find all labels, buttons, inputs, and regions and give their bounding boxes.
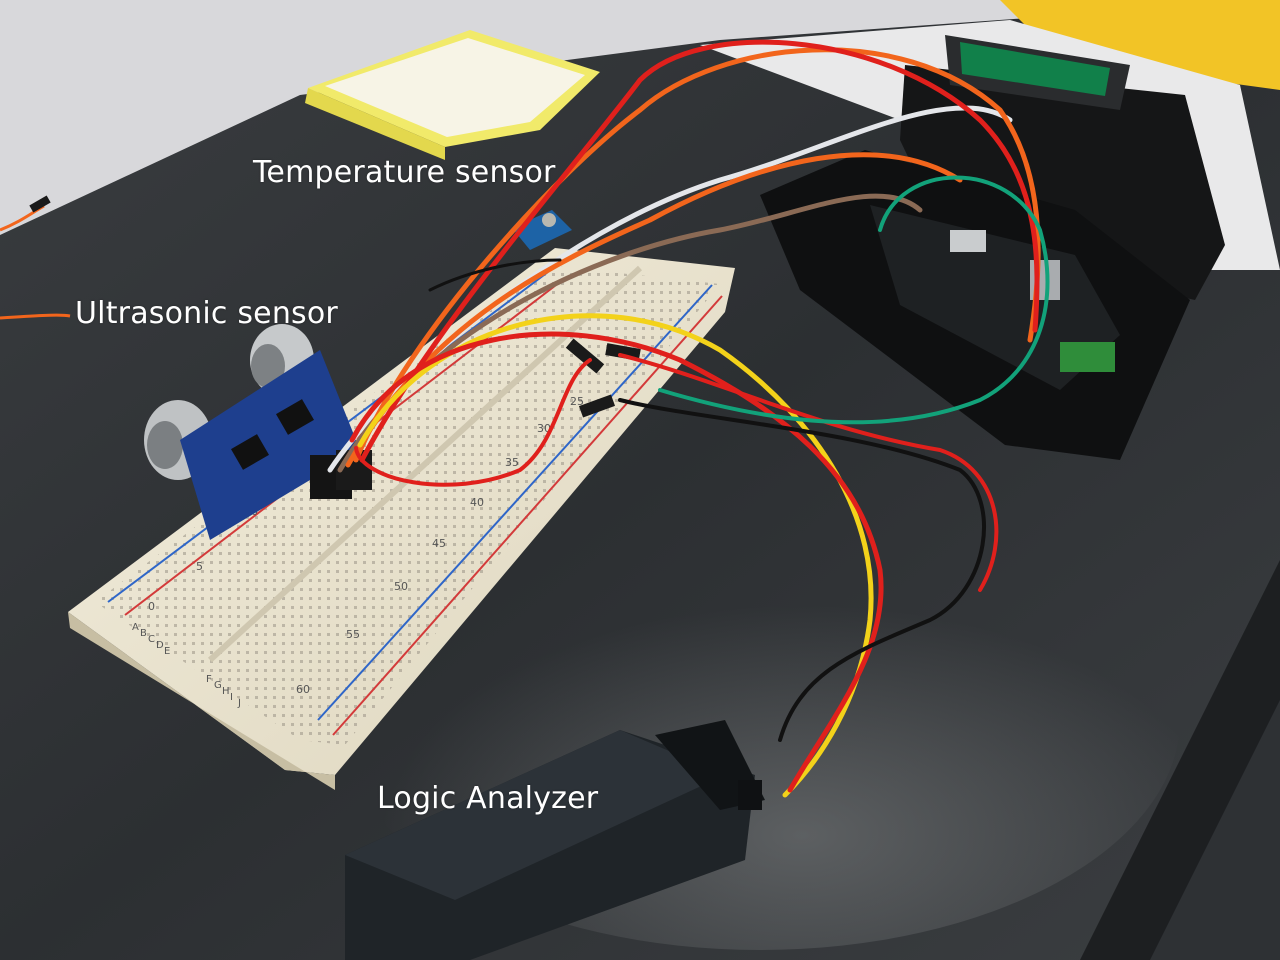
ultrasonic-sensor [144, 324, 360, 540]
temperature-sensor-label: Temperature sensor [253, 155, 556, 190]
breadboard-letter: I [230, 692, 233, 703]
breadboard-number: 0 [148, 600, 155, 613]
keyboard-keys [1150, 700, 1280, 960]
breadboard-number: 40 [470, 496, 484, 509]
breadboard-letter: H [222, 686, 230, 697]
breadboard-letter: A [132, 622, 139, 633]
wires [327, 39, 1050, 798]
breadboard-number: 45 [432, 537, 446, 550]
sticky-note-pad [305, 30, 600, 160]
breadboard-letter: G [214, 680, 222, 691]
breadboard-letter: E [164, 646, 170, 657]
breadboard-letter: D [156, 640, 164, 651]
ultrasonic-sensor-label: Ultrasonic sensor [75, 296, 338, 331]
temperature-sensor-module [512, 210, 572, 250]
breadboard-number: 60 [296, 683, 310, 696]
loose-jumper-wire [0, 195, 71, 320]
breadboard-number: 35 [505, 456, 519, 469]
logic-analyzer-device [345, 720, 765, 960]
breadboard-number: 50 [394, 580, 408, 593]
breadboard-letter: J [237, 698, 241, 709]
breadboard-number: 55 [346, 628, 360, 641]
logic-analyzer-label: Logic Analyzer [377, 781, 599, 816]
breadboard-letter: B [140, 628, 147, 639]
breadboard-letter: C [148, 634, 155, 645]
breadboard-number: 5 [196, 560, 203, 573]
yellow-object [1000, 0, 1280, 90]
breadboard-letter: F [206, 674, 212, 685]
breadboard-number: 25 [570, 395, 584, 408]
raspberry-pi-case [760, 35, 1225, 460]
